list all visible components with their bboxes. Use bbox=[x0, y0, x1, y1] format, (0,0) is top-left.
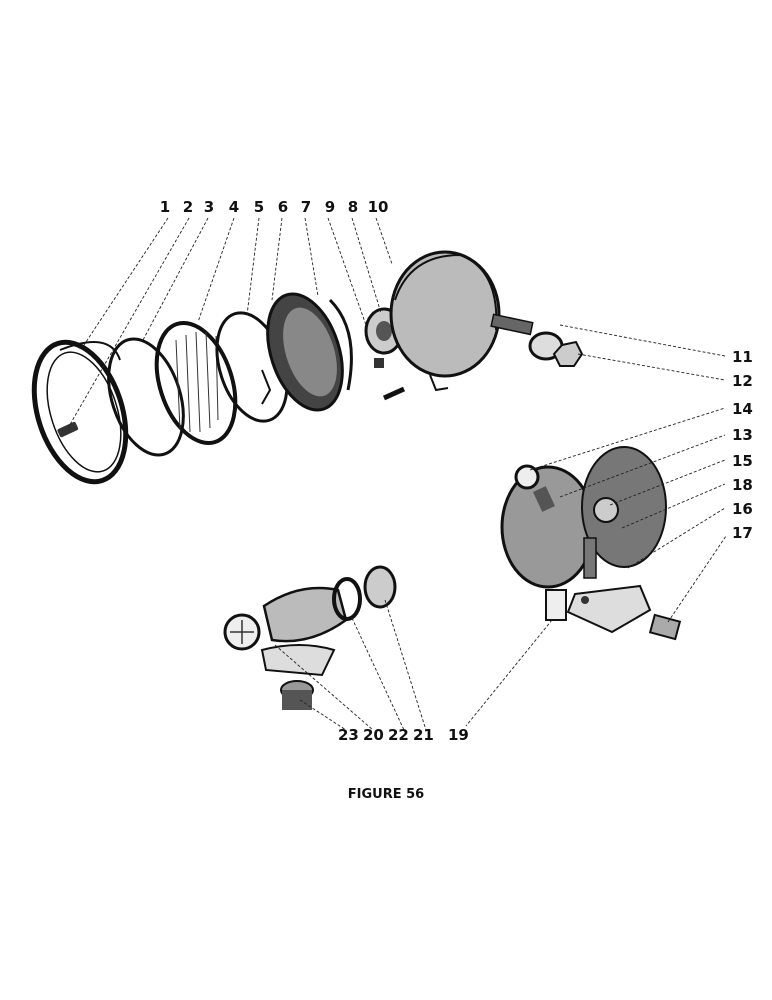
callout-23: 23 bbox=[338, 726, 359, 744]
callout-21: 21 bbox=[413, 726, 434, 744]
part-4-lens bbox=[154, 320, 238, 446]
callout-13: 13 bbox=[732, 426, 753, 444]
callout-5: 5 bbox=[254, 198, 264, 216]
part-12-nut bbox=[552, 340, 584, 367]
part-7-reflector bbox=[266, 292, 353, 412]
callout-19: 19 bbox=[448, 726, 469, 744]
callout-18: 18 bbox=[732, 476, 753, 494]
callout-3: 3 bbox=[204, 198, 214, 216]
part-20-housing bbox=[260, 586, 348, 677]
part-22-ring bbox=[332, 577, 362, 621]
callout-17: 17 bbox=[732, 524, 753, 542]
part-18-pin bbox=[583, 537, 597, 579]
callout-6: 6 bbox=[278, 198, 288, 216]
figure-caption: FIGURE 56 bbox=[348, 787, 424, 802]
callout-7: 7 bbox=[301, 198, 311, 216]
callout-11: 11 bbox=[732, 348, 753, 366]
part-15-center-boss bbox=[593, 497, 619, 523]
part-14-ball-knob bbox=[514, 464, 555, 512]
leader-lines bbox=[67, 217, 727, 731]
part-21-lens-cap bbox=[363, 565, 397, 609]
part-10-lamp-body bbox=[389, 250, 501, 392]
part-1-headlamp-rim bbox=[31, 339, 129, 485]
callout-8: 8 bbox=[348, 198, 358, 216]
callout-12: 12 bbox=[732, 372, 753, 390]
part-9-screw bbox=[382, 386, 406, 401]
callout-22: 22 bbox=[388, 726, 409, 744]
part-3-seal-ring bbox=[107, 337, 185, 457]
callout-2: 2 bbox=[183, 198, 193, 216]
callout-14: 14 bbox=[732, 400, 753, 418]
callout-15: 15 bbox=[732, 452, 753, 470]
callout-4: 4 bbox=[229, 198, 239, 216]
part-2-clip bbox=[57, 421, 79, 438]
callout-10: 10 bbox=[368, 198, 389, 216]
part-23-plug bbox=[280, 680, 314, 710]
part-13-lamp-shell bbox=[500, 446, 667, 589]
part-19-sleeve bbox=[545, 589, 567, 621]
callout-labels: 1 2 3 4 5 6 7 9 8 10 11 12 14 13 15 18 1… bbox=[160, 198, 753, 744]
part-11-mounting-stud bbox=[490, 313, 564, 361]
part-17-bolt bbox=[648, 613, 682, 641]
callout-1: 1 bbox=[160, 198, 170, 216]
part-20-end-cap bbox=[223, 613, 261, 651]
callout-20: 20 bbox=[363, 726, 384, 744]
callout-16: 16 bbox=[732, 500, 753, 518]
callout-9: 9 bbox=[325, 198, 335, 216]
part-16-bracket bbox=[566, 584, 652, 634]
